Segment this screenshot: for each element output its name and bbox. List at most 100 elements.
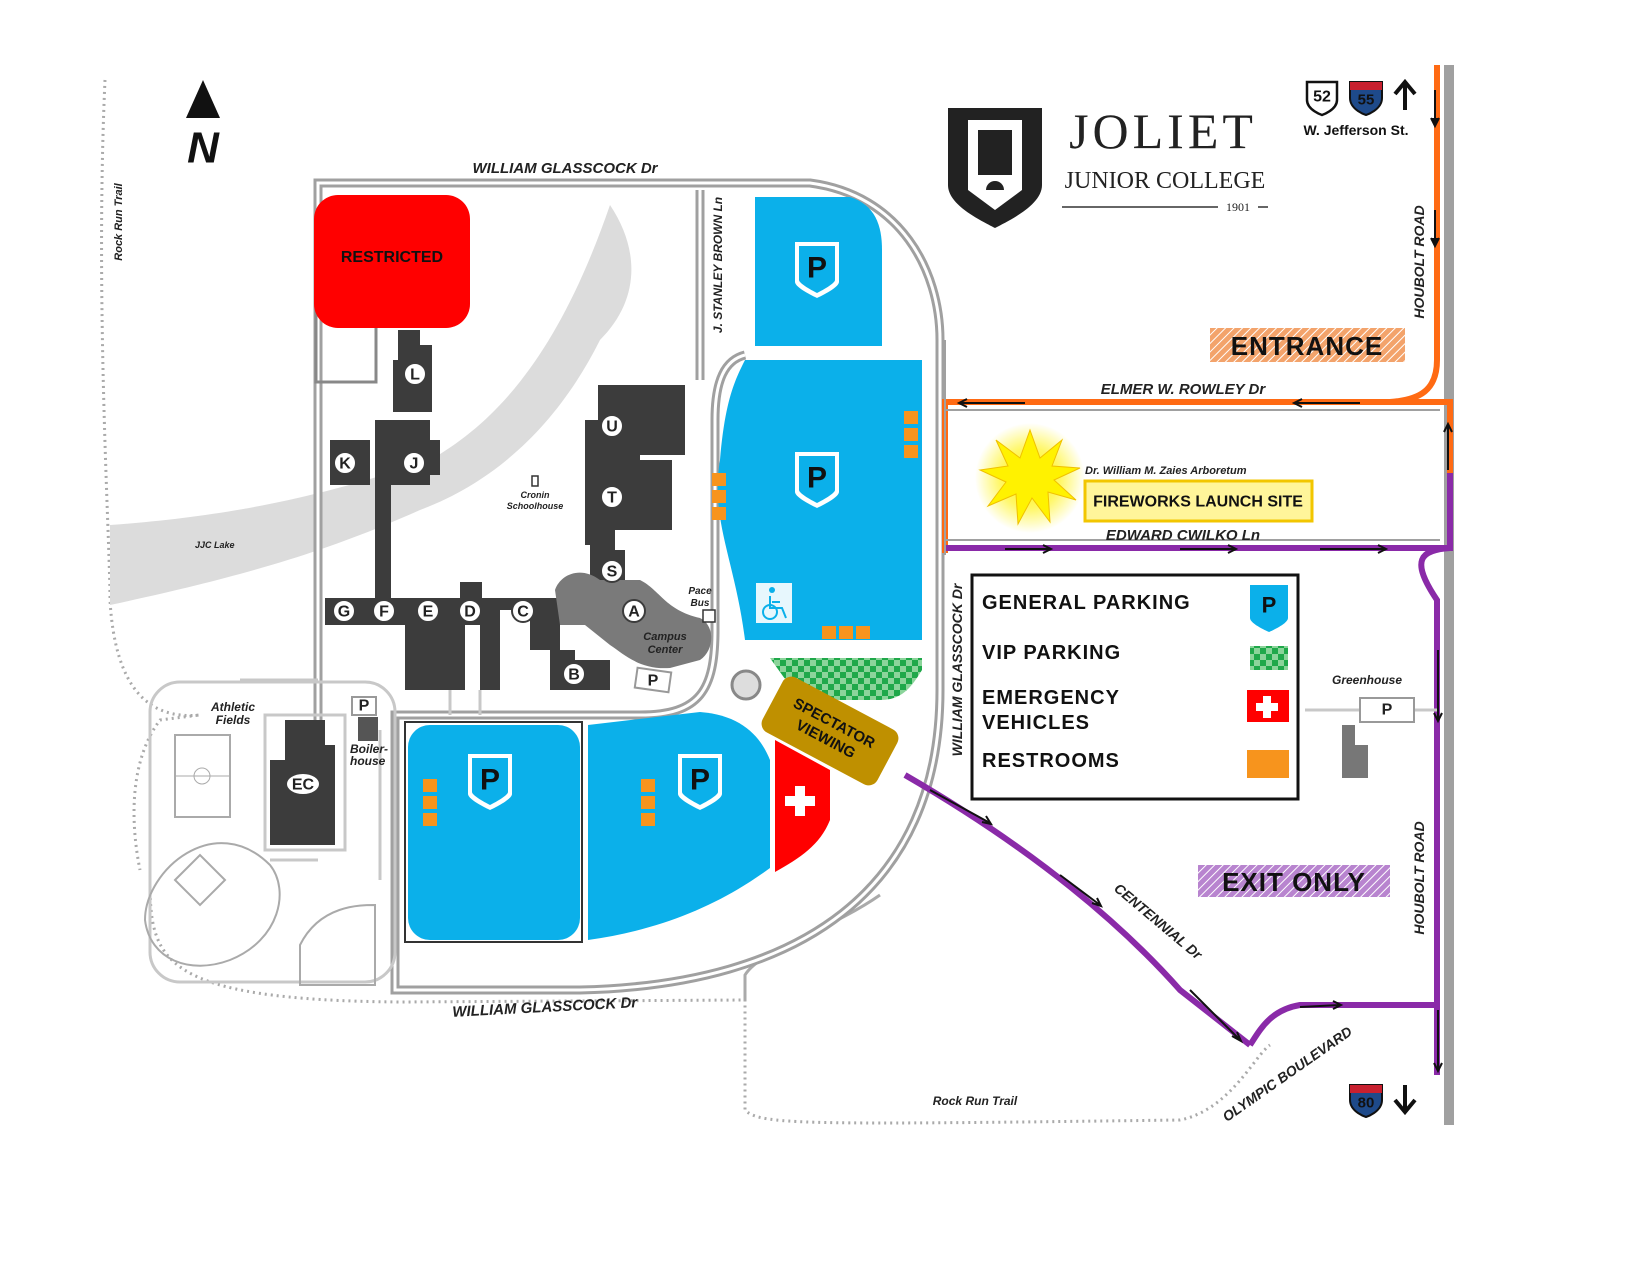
- legend-vip-parking-label: VIP PARKING: [982, 642, 1121, 664]
- rock-run-trail-west: [100, 79, 201, 871]
- pace-bus-label-2: Bus: [691, 598, 710, 609]
- boiler-label-2: house: [350, 754, 386, 768]
- building-badge-f: F: [372, 599, 396, 623]
- building-badge-j: J: [402, 451, 426, 475]
- building-badge-letter: T: [607, 490, 617, 507]
- jjc-logo: JOLIET JUNIOR COLLEGE 1901: [948, 103, 1268, 228]
- trail-label-south: Rock Run Trail: [933, 1094, 1018, 1108]
- i-55-label: 55: [1358, 92, 1375, 109]
- building-badge-d: D: [458, 599, 482, 623]
- greenhouse-parking-sign: [1359, 697, 1415, 723]
- trail-label-west: Rock Run Trail: [113, 182, 125, 260]
- parking-shield-icon: P: [678, 754, 722, 810]
- parking-lots: [408, 197, 922, 940]
- campus-center-label-2: Center: [648, 644, 684, 656]
- building-badge-letter: A: [628, 604, 640, 621]
- building-badge-letter: EC: [292, 777, 315, 794]
- greenhouse-label: Greenhouse: [1332, 673, 1402, 687]
- building-ec-outline: [263, 713, 347, 852]
- restroom-marker: [839, 626, 853, 639]
- road-label-centennial: CENTENNIAL Dr: [1111, 880, 1206, 964]
- exit-label: EXIT ONLY: [1222, 867, 1366, 897]
- parking-shields: P P P P: [468, 242, 839, 810]
- parking-shield-letter: P: [690, 764, 710, 797]
- cronin-label-2: Schoolhouse: [507, 501, 564, 511]
- route-arrows: [929, 90, 1453, 1074]
- highway-shields-north: 52 55 W. Jefferson St.: [1303, 78, 1417, 138]
- map-legend: GENERAL PARKING P VIP PARKING EMERGENCY …: [970, 573, 1300, 801]
- road-label-houbolt-top: HOUBOLT ROAD: [1411, 205, 1427, 318]
- boilerhouse-building: [358, 717, 378, 741]
- roundabout: [730, 669, 762, 701]
- building-badge-u: U: [600, 414, 624, 438]
- campus-center-parking-sign: [633, 666, 673, 694]
- campus-center-parking-letter: P: [648, 673, 659, 690]
- building-badge-s: S: [600, 559, 624, 583]
- i-55-shield-icon: [1349, 81, 1383, 117]
- fireworks-burst-icon: [978, 428, 1081, 526]
- building-badge-letter: F: [379, 604, 389, 621]
- parking-lot-southwest: [408, 725, 580, 940]
- legend-medical-cross-icon: [1256, 696, 1278, 718]
- arboretum-label: Dr. William M. Zaies Arboretum: [1085, 465, 1247, 477]
- north-direction-arrow-icon: [1393, 78, 1417, 110]
- bus-icon: [702, 609, 716, 623]
- restroom-marker: [423, 796, 437, 809]
- legend-emergency-label: EMERGENCY: [982, 687, 1120, 709]
- building-badge-c: C: [511, 599, 535, 623]
- building-badge-letter: E: [423, 604, 434, 621]
- parking-shield-icon: P: [795, 242, 839, 298]
- building-badge-l: L: [403, 362, 427, 386]
- road-label-glasscock-vertical: WILLIAM GLASSCOCK Dr: [949, 582, 965, 756]
- legend-parking-shield-icon: [1250, 585, 1288, 632]
- athletic-label-2: Fields: [216, 713, 251, 727]
- i-80-label: 80: [1358, 1095, 1375, 1112]
- greenhouse-building: [1342, 725, 1368, 778]
- building-badge-k: K: [333, 451, 357, 475]
- legend-general-parking-label: GENERAL PARKING: [982, 592, 1191, 614]
- restroom-marker: [641, 779, 655, 792]
- restricted-zone: [314, 195, 470, 328]
- restroom-marker: [641, 796, 655, 809]
- building-badge-ec: EC: [285, 772, 321, 796]
- building-badge-a: A: [622, 599, 646, 623]
- road-label-cwilko: EDWARD CWILKO Ln: [1106, 527, 1260, 544]
- entrance-route: [942, 65, 1453, 553]
- restroom-marker: [904, 428, 918, 441]
- north-arrow-icon: [186, 80, 220, 118]
- houbolt-road: [1444, 65, 1454, 1125]
- parking-shield-icon: P: [468, 754, 512, 810]
- cronin-label-1: Cronin: [521, 490, 550, 500]
- compass-letter: N: [187, 124, 220, 173]
- road-label-glasscock-bottom: WILLIAM GLASSCOCK Dr: [452, 994, 639, 1021]
- legend-emergency-label-2: VEHICLES: [982, 712, 1090, 734]
- building-badge-letter: K: [339, 456, 351, 473]
- building-badge-letter: C: [517, 604, 529, 621]
- restroom-marker: [712, 490, 726, 503]
- parking-shield-letter: P: [807, 252, 827, 285]
- fireworks-label: FIREWORKS LAUNCH SITE: [1093, 494, 1303, 511]
- entrance-label: ENTRANCE: [1231, 331, 1383, 361]
- boilerhouse-parking-letter: P: [359, 698, 370, 715]
- jjc-lake: [110, 205, 632, 605]
- fireworks-launch-site-box: [1083, 479, 1314, 523]
- logo-year: 1901: [1226, 200, 1250, 214]
- building-badge-g: G: [332, 599, 356, 623]
- building-badge-letter: J: [410, 456, 419, 473]
- us-52-label: 52: [1313, 89, 1331, 106]
- parking-shield-icon: P: [795, 452, 839, 508]
- logo-name: JOLIET: [1069, 103, 1257, 159]
- road-label-glasscock-top: WILLIAM GLASSCOCK Dr: [473, 160, 659, 177]
- athletic-fields-area: [148, 680, 397, 984]
- building-badge-letter: U: [606, 419, 618, 436]
- restroom-marker: [712, 507, 726, 520]
- restroom-marker: [712, 473, 726, 486]
- medical-cross-icon: [785, 786, 815, 816]
- south-direction-arrow-icon: [1393, 1085, 1417, 1116]
- cronin-schoolhouse-icon: [531, 475, 539, 487]
- restroom-marker: [904, 411, 918, 424]
- restroom-marker: [856, 626, 870, 639]
- spectator-viewing-area: [761, 676, 899, 786]
- jefferson-label: W. Jefferson St.: [1303, 122, 1408, 138]
- building-badge-letter: S: [607, 564, 618, 581]
